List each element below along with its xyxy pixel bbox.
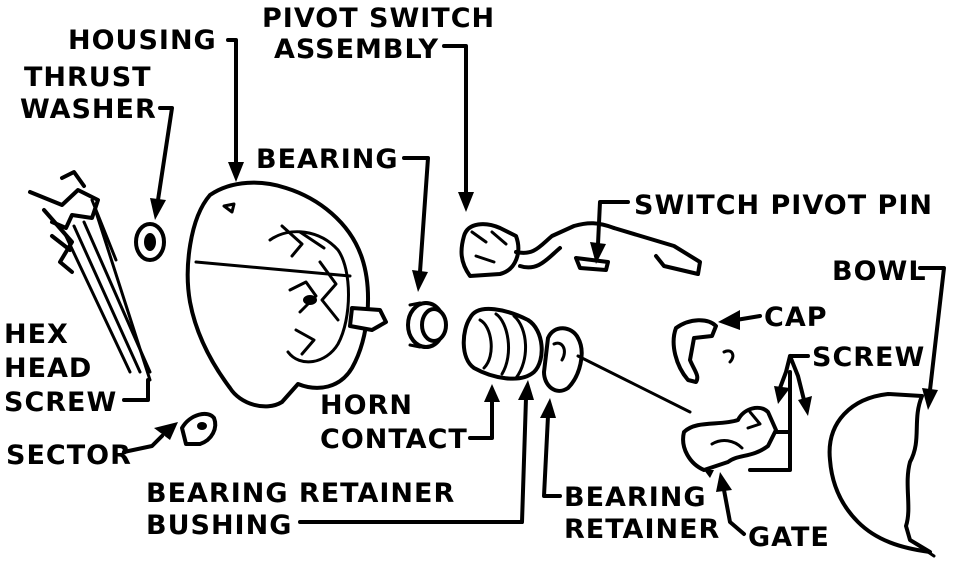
bearing-retainer-bushing-label-line1: BEARING RETAINER <box>146 478 455 509</box>
bowl-label: BOWL <box>832 256 927 287</box>
thrust-washer-part <box>134 222 166 262</box>
gate-part <box>681 405 778 478</box>
bearing-part <box>406 301 448 349</box>
pivot-switch-label-line1: PIVOT SWITCH <box>262 3 495 34</box>
pivot-switch-assembly-part <box>459 221 702 278</box>
cap-label: CAP <box>764 302 828 333</box>
hex-head-screw-label-line3: SCREW <box>4 387 117 418</box>
bowl-part <box>827 392 936 558</box>
cap-part <box>671 318 735 384</box>
hex-head-screw-label-line2: HEAD <box>4 353 92 384</box>
hex-head-screw-label-line1: HEX <box>4 319 69 350</box>
screw-label: SCREW <box>812 342 925 373</box>
bearing-retainer-label-line1: BEARING <box>564 482 707 513</box>
bearing-retainer-part <box>542 326 584 393</box>
horn-contact-label-line2: CONTACT <box>320 424 468 455</box>
sector-label: SECTOR <box>6 440 132 471</box>
switch-pivot-pin-label: SWITCH PIVOT PIN <box>634 190 933 221</box>
leader-lines <box>122 38 946 536</box>
housing-label: HOUSING <box>68 25 217 56</box>
bearing-label: BEARING <box>256 144 399 175</box>
thrust-washer-label-line2: WASHER <box>20 94 157 125</box>
horn-contact-label-line1: HORN <box>320 390 413 421</box>
bearing-retainer-bushing-label-line2: BUSHING <box>146 510 292 541</box>
pivot-switch-label-line2: ASSEMBLY <box>274 34 439 65</box>
sector-part <box>180 411 218 446</box>
housing-part <box>185 180 388 409</box>
column-axis-line <box>576 354 692 414</box>
hex-head-screws-part <box>28 170 152 382</box>
bearing-retainer-bushing-part <box>461 306 544 381</box>
thrust-washer-label-line1: THRUST <box>24 62 152 93</box>
bearing-retainer-label-line2: RETAINER <box>564 514 720 545</box>
gate-label: GATE <box>748 522 830 553</box>
